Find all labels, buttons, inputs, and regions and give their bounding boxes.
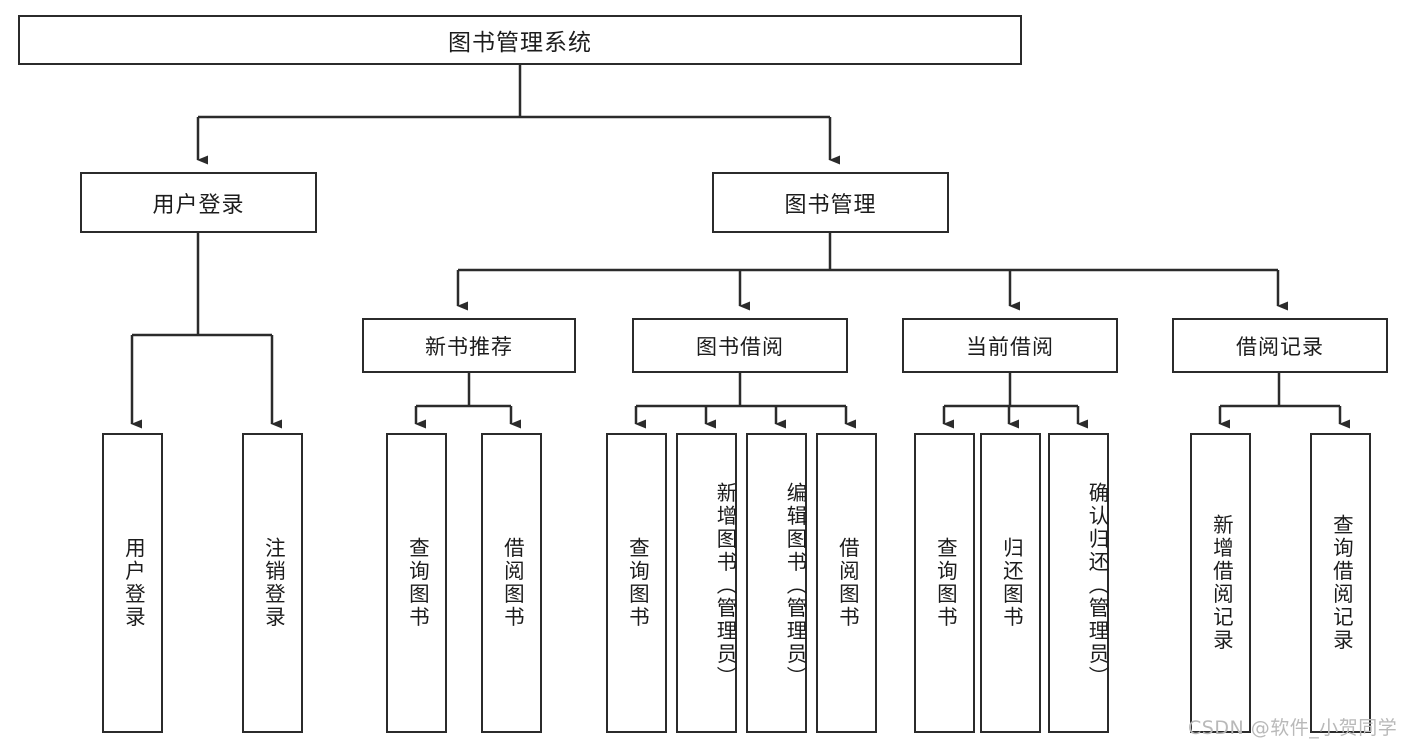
leaf-add-book-admin[interactable]: 新增图书（管理员） <box>676 433 737 733</box>
leaf-user-login[interactable]: 用户登录 <box>102 433 163 733</box>
node-current-borrow[interactable]: 当前借阅 <box>902 318 1118 373</box>
leaf-edit-book-admin[interactable]: 编辑图书（管理员） <box>746 433 807 733</box>
node-user-login[interactable]: 用户登录 <box>80 172 317 233</box>
leaf-add-borrow-record[interactable]: 新增借阅记录 <box>1190 433 1251 733</box>
leaf-query-borrow-record[interactable]: 查询借阅记录 <box>1310 433 1371 733</box>
node-book-borrow[interactable]: 图书借阅 <box>632 318 848 373</box>
watermark: CSDN @软件_小贺同学 <box>1188 717 1398 739</box>
leaf-return-book[interactable]: 归还图书 <box>980 433 1041 733</box>
leaf-query-book-current[interactable]: 查询图书 <box>914 433 975 733</box>
leaf-confirm-return-admin[interactable]: 确认归还（管理员） <box>1048 433 1109 733</box>
leaf-query-book-recommend[interactable]: 查询图书 <box>386 433 447 733</box>
leaf-borrow-book-recommend[interactable]: 借阅图书 <box>481 433 542 733</box>
node-root-system[interactable]: 图书管理系统 <box>18 15 1022 65</box>
leaf-query-book-borrow[interactable]: 查询图书 <box>606 433 667 733</box>
node-borrow-record[interactable]: 借阅记录 <box>1172 318 1388 373</box>
node-book-manage[interactable]: 图书管理 <box>712 172 949 233</box>
node-new-book-recommend[interactable]: 新书推荐 <box>362 318 576 373</box>
leaf-borrow-book[interactable]: 借阅图书 <box>816 433 877 733</box>
leaf-user-logout[interactable]: 注销登录 <box>242 433 303 733</box>
